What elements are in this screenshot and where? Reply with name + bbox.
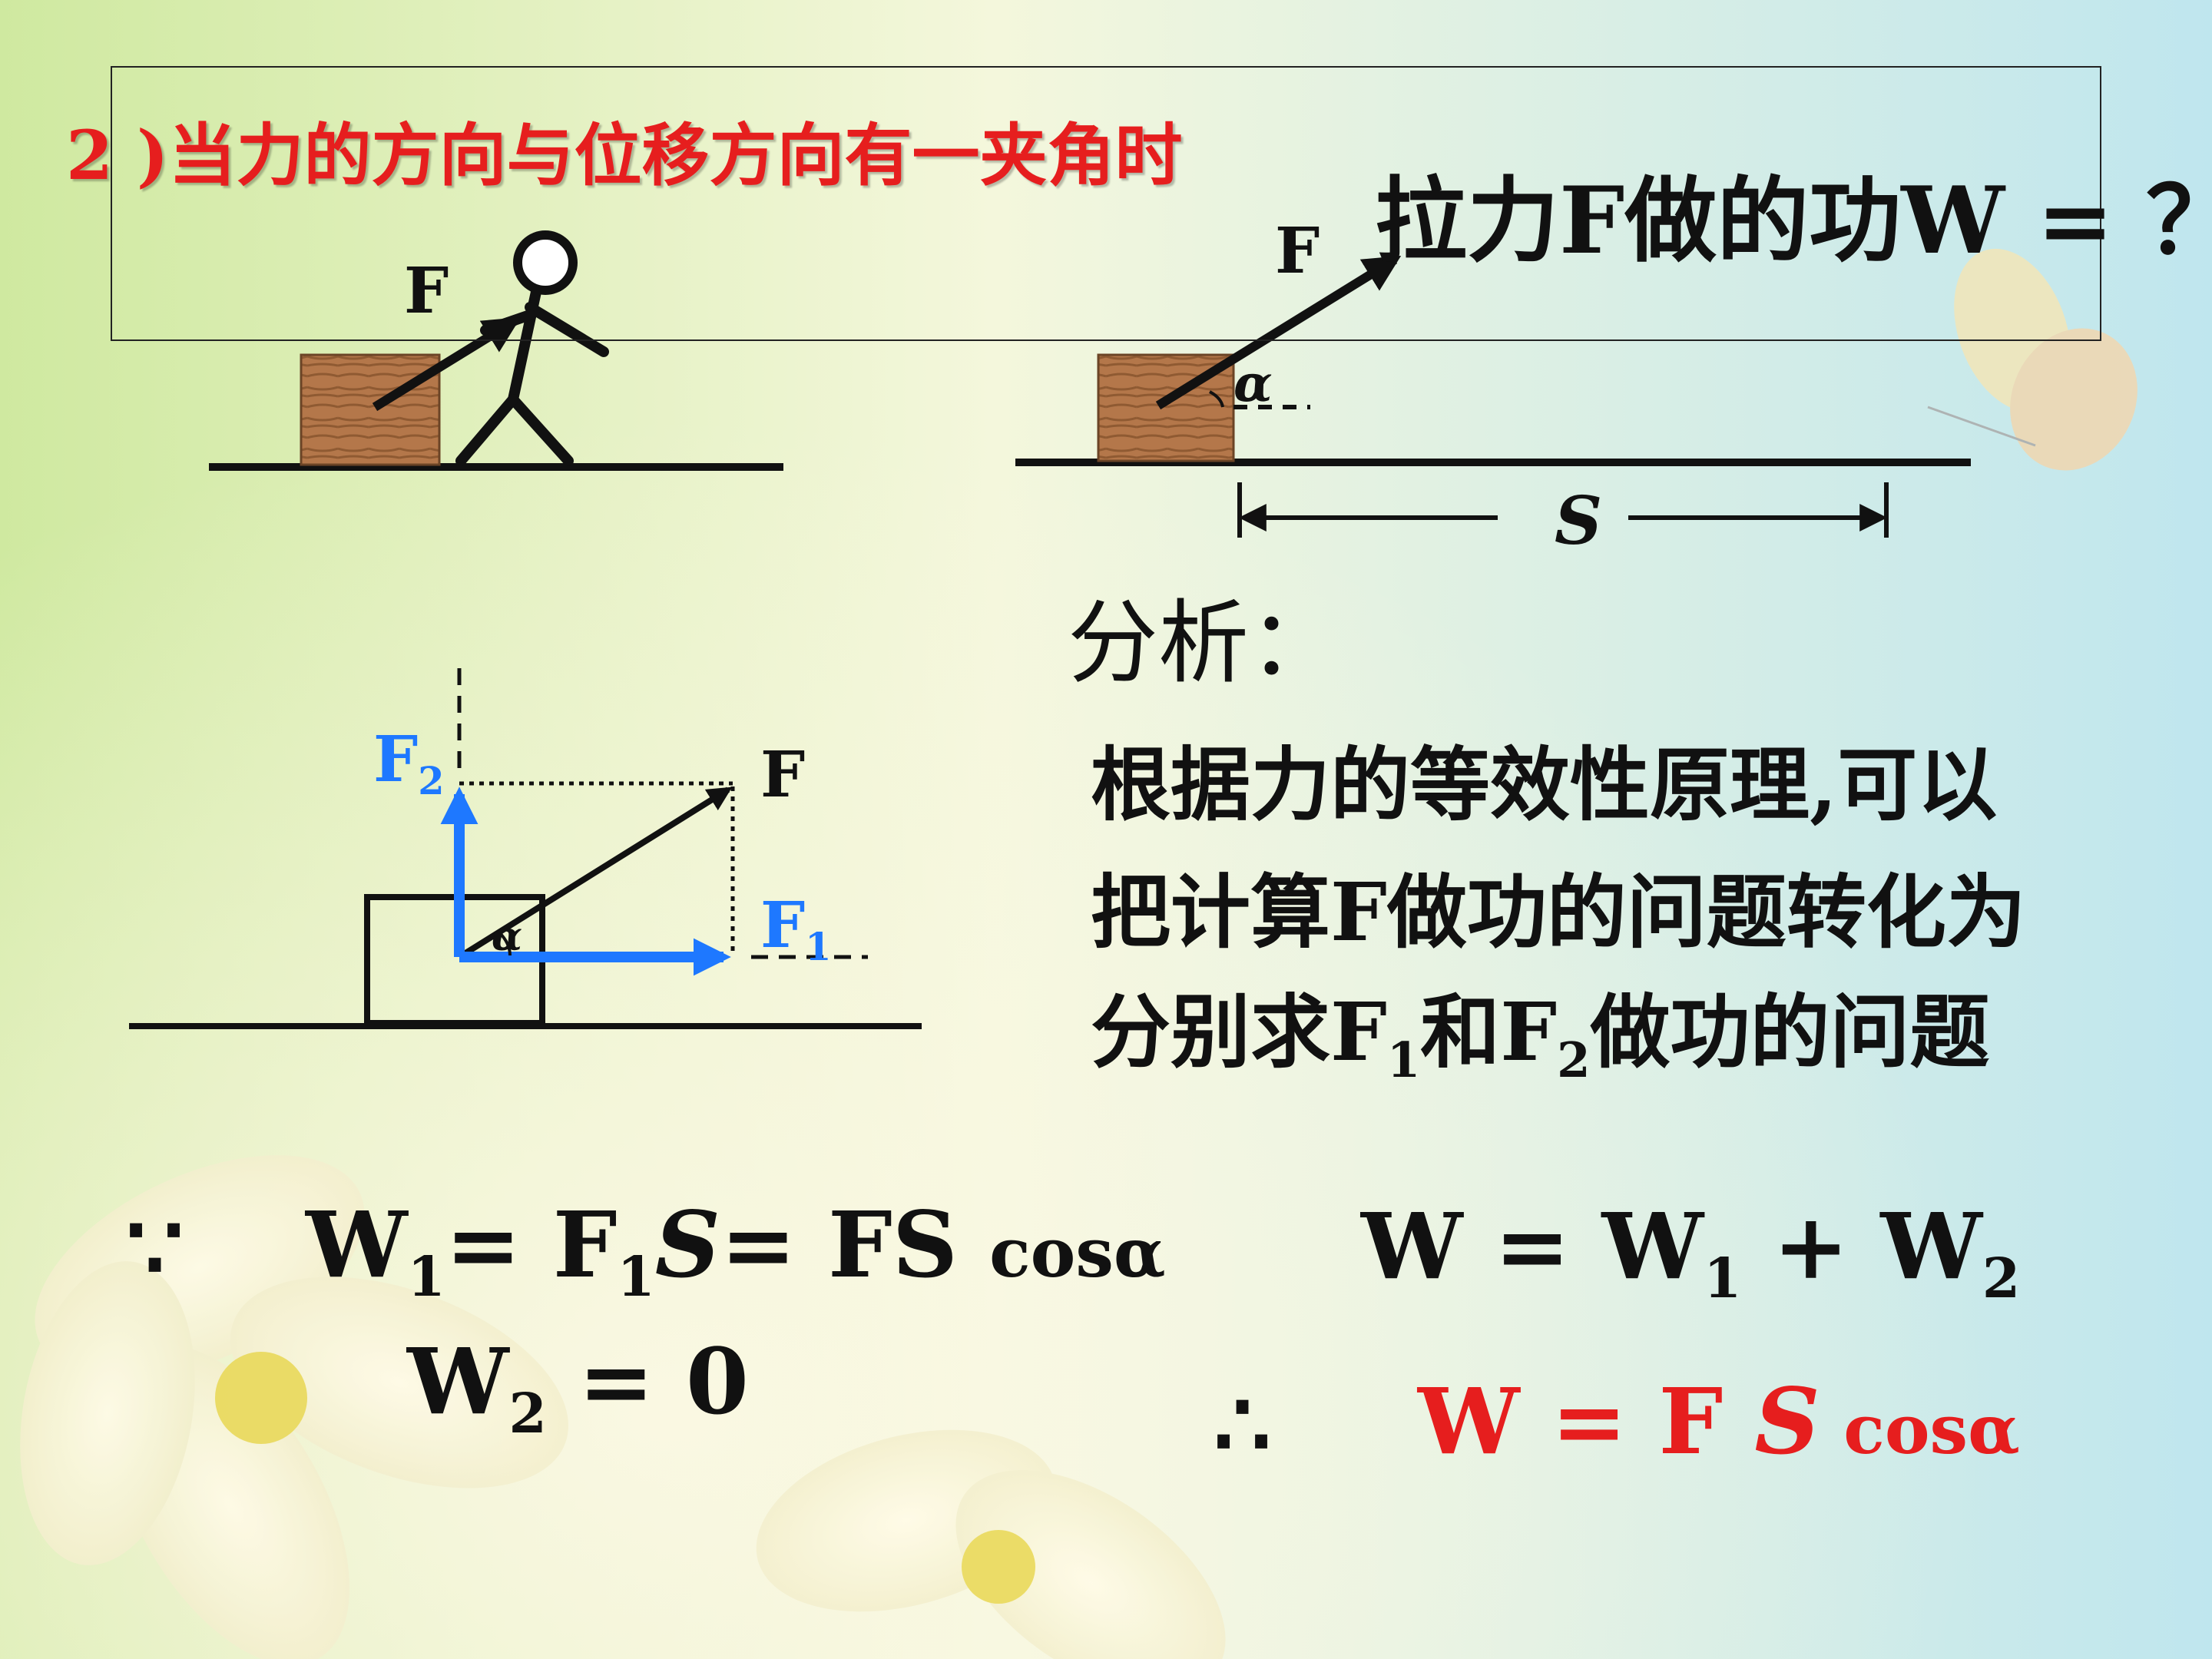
equation-w2: W2 = 0 <box>407 1328 749 1445</box>
title-frame <box>111 66 2101 341</box>
runner-force-label: F <box>404 254 449 328</box>
equation-w1: W1= F1S= FS cosα <box>306 1191 1166 1309</box>
therefore-symbol: ∴ <box>1214 1371 1272 1478</box>
equation-sum: W = W1 + W2 <box>1361 1193 2021 1310</box>
equation-result: W = F S cosα <box>1418 1368 2020 1475</box>
pull-angle-label: α <box>1233 353 1273 413</box>
question-text: 拉力F做的功W = ？ <box>1375 167 2212 275</box>
f1-label: F1 <box>760 889 832 970</box>
butterfly-decoration <box>1927 248 2137 471</box>
comp-angle-label: α <box>492 913 523 960</box>
runner-diagram <box>209 230 783 471</box>
analysis-line-2: 把计算F做功的问题转化为 <box>1091 865 2026 959</box>
pull-force-label: F <box>1275 214 1320 288</box>
wooden-box <box>300 353 441 466</box>
runner-force-arrow <box>372 316 522 412</box>
flower-decoration <box>20 1155 1226 1659</box>
angle-arc <box>1209 390 1224 408</box>
analysis-line-3: 分别求F1和F2做功的问题 <box>1091 985 1990 1088</box>
because-symbol: ∵ <box>126 1194 184 1301</box>
section-heading: 2 )当力的方向与位移方向有一夹角时 <box>66 115 1183 195</box>
pull-diagram <box>1015 255 1971 538</box>
comp-force-label: F <box>760 738 806 812</box>
decomposition-diagram <box>129 668 922 1029</box>
angle-arc-2 <box>498 931 512 956</box>
f2-label: F2 <box>373 723 445 804</box>
pull-force-arrow <box>1155 255 1402 410</box>
analysis-title: 分析： <box>1068 590 1340 696</box>
displacement-label: S <box>1555 482 1603 560</box>
analysis-line-1: 根据力的等效性原理,可以 <box>1091 737 1998 832</box>
resultant-force-arrow <box>457 786 733 960</box>
